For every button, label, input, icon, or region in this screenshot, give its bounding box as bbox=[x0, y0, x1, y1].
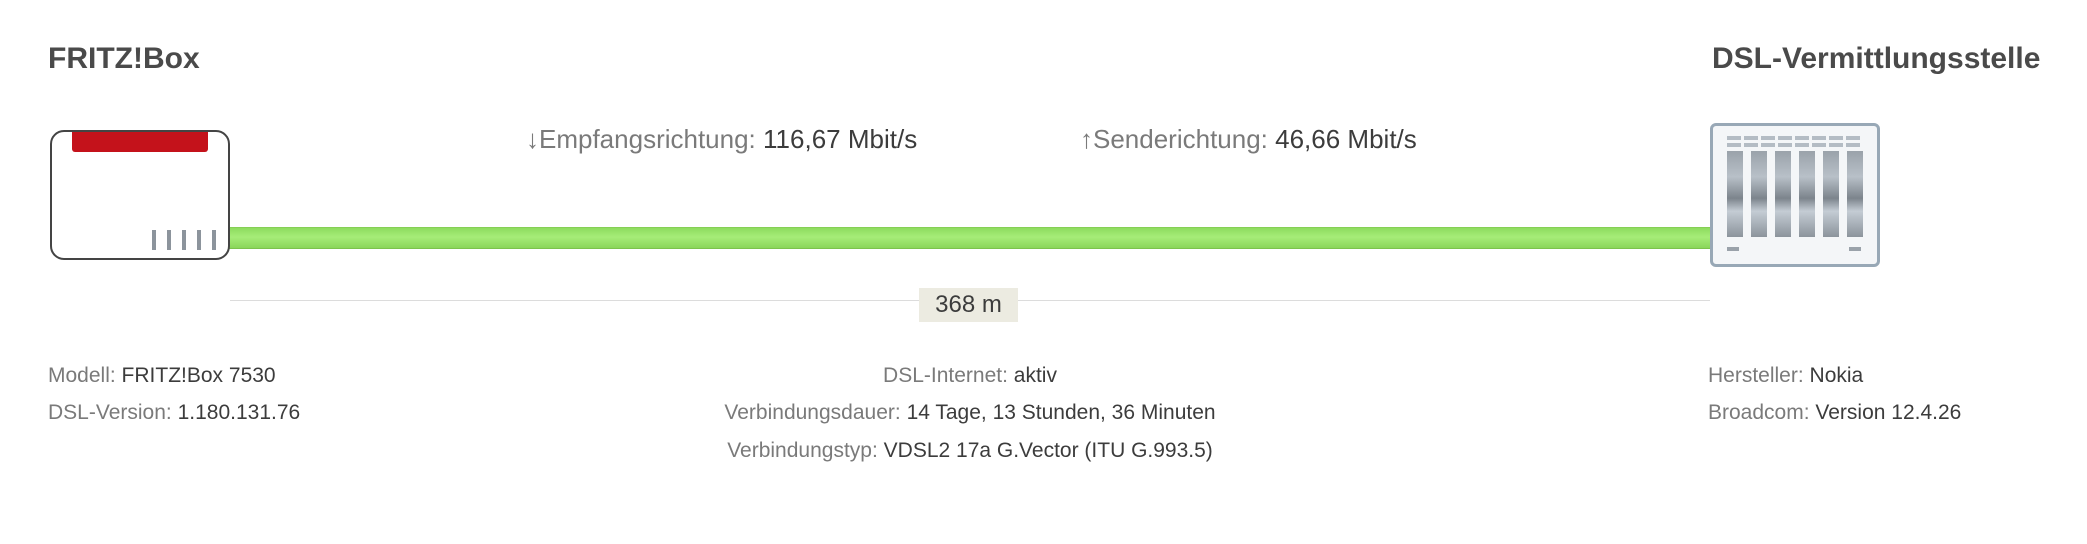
dslam-line-card bbox=[1775, 151, 1791, 237]
broadcom-label: Broadcom: bbox=[1708, 401, 1810, 424]
upstream-rate: ↑Senderichtung: 46,66 Mbit/s bbox=[1080, 126, 1417, 152]
dslam-line-card bbox=[1823, 151, 1839, 237]
dslam-indicator bbox=[1829, 143, 1843, 147]
line-distance-badge: 368 m bbox=[919, 288, 1018, 322]
exchange-manufacturer: Hersteller: Nokia bbox=[1708, 365, 1863, 386]
downstream-label: Empfangsrichtung: bbox=[539, 124, 756, 154]
model-label: Modell: bbox=[48, 364, 116, 387]
fritzbox-title: FRITZ!Box bbox=[48, 42, 200, 75]
connection-duration: Verbindungsdauer: 14 Tage, 13 Stunden, 3… bbox=[570, 402, 1370, 423]
dslam-indicator bbox=[1778, 143, 1792, 147]
internet-label: DSL-Internet: bbox=[883, 364, 1008, 387]
dslam-indicator bbox=[1761, 143, 1775, 147]
dslam-indicator bbox=[1727, 136, 1741, 140]
dsl-exchange-icon bbox=[1710, 123, 1880, 267]
internet-value: aktiv bbox=[1013, 364, 1057, 387]
router-vent bbox=[197, 230, 201, 250]
dsl-version-value: 1.180.131.76 bbox=[177, 401, 301, 424]
dsl-version-label: DSL-Version: bbox=[48, 401, 172, 424]
exchange-title: DSL-Vermittlungsstelle bbox=[1712, 42, 2041, 75]
dsl-internet-status: DSL-Internet: aktiv bbox=[570, 365, 1370, 386]
dslam-indicator bbox=[1829, 136, 1843, 140]
type-value: VDSL2 17a G.Vector (ITU G.993.5) bbox=[883, 439, 1213, 462]
dslam-indicator bbox=[1761, 136, 1775, 140]
dslam-line-card bbox=[1847, 151, 1863, 237]
dslam-line-card bbox=[1751, 151, 1767, 237]
fritzbox-router-icon bbox=[50, 130, 230, 260]
down-arrow-icon: ↓ bbox=[526, 124, 539, 154]
dslam-indicator bbox=[1846, 143, 1860, 147]
dslam-line-card bbox=[1799, 151, 1815, 237]
router-vent bbox=[167, 230, 171, 250]
dslam-indicator bbox=[1812, 143, 1826, 147]
dslam-line-card bbox=[1727, 151, 1743, 237]
dslam-indicator bbox=[1744, 136, 1758, 140]
router-vent bbox=[152, 230, 156, 250]
upstream-label: Senderichtung: bbox=[1093, 124, 1268, 154]
type-label: Verbindungstyp: bbox=[727, 439, 878, 462]
duration-label: Verbindungsdauer: bbox=[724, 401, 901, 424]
router-vent bbox=[182, 230, 186, 250]
fritzbox-model: Modell: FRITZ!Box 7530 bbox=[48, 365, 276, 386]
manufacturer-label: Hersteller: bbox=[1708, 364, 1804, 387]
duration-value: 14 Tage, 13 Stunden, 36 Minuten bbox=[906, 401, 1216, 424]
dslam-led bbox=[1727, 247, 1739, 251]
dslam-indicator bbox=[1727, 143, 1741, 147]
dslam-indicator bbox=[1778, 136, 1792, 140]
dslam-indicator bbox=[1795, 136, 1809, 140]
downstream-value: 116,67 Mbit/s bbox=[763, 124, 918, 154]
router-top-accent bbox=[72, 132, 208, 152]
exchange-broadcom: Broadcom: Version 12.4.26 bbox=[1708, 402, 1961, 423]
downstream-rate: ↓Empfangsrichtung: 116,67 Mbit/s bbox=[526, 126, 917, 152]
dslam-led bbox=[1849, 247, 1861, 251]
router-vent bbox=[212, 230, 216, 250]
dsl-connection-line bbox=[228, 227, 1714, 249]
upstream-value: 46,66 Mbit/s bbox=[1275, 124, 1417, 154]
manufacturer-value: Nokia bbox=[1809, 364, 1864, 387]
dslam-indicator bbox=[1846, 136, 1860, 140]
dslam-indicator bbox=[1795, 143, 1809, 147]
up-arrow-icon: ↑ bbox=[1080, 124, 1093, 154]
dslam-indicator bbox=[1744, 143, 1758, 147]
connection-type: Verbindungstyp: VDSL2 17a G.Vector (ITU … bbox=[570, 440, 1370, 461]
fritzbox-dsl-version: DSL-Version: 1.180.131.76 bbox=[48, 402, 300, 423]
broadcom-value: Version 12.4.26 bbox=[1815, 401, 1962, 424]
model-value: FRITZ!Box 7530 bbox=[121, 364, 276, 387]
dslam-indicator bbox=[1812, 136, 1826, 140]
